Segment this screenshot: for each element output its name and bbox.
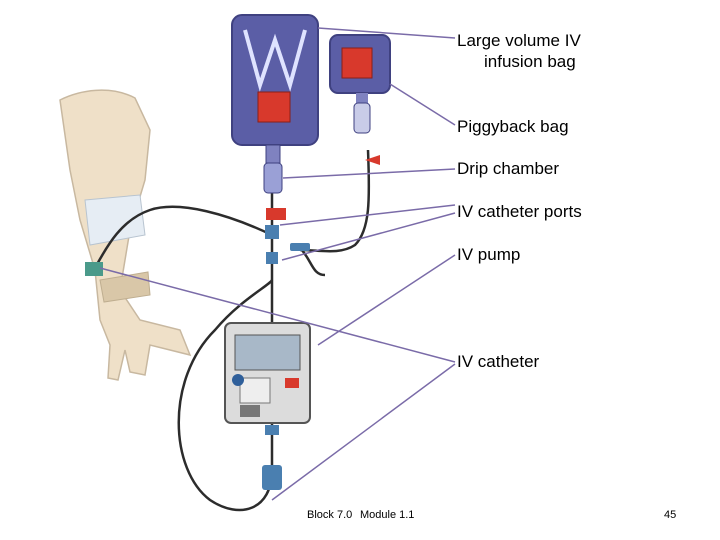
arm-illustration bbox=[59, 89, 192, 381]
iv-pump-illustration bbox=[224, 322, 311, 424]
footer-block: Block 7.0 bbox=[307, 509, 353, 521]
page-number: 45 bbox=[664, 509, 677, 521]
piggyback-bag-label: Piggyback bag bbox=[457, 117, 569, 136]
piggyback-bag-illustration bbox=[329, 34, 391, 165]
bag-label-tag bbox=[257, 91, 291, 123]
iv-catheter-label: IV catheter bbox=[457, 352, 540, 371]
arm-dressing bbox=[84, 194, 146, 246]
inline-filter bbox=[262, 465, 282, 490]
footer-module: Module 1.1 bbox=[360, 509, 415, 521]
leader-lines bbox=[99, 27, 456, 501]
iv-catheter-hub bbox=[85, 262, 103, 276]
drip-chamber-shape bbox=[263, 162, 283, 194]
large-volume-iv-bag bbox=[231, 14, 319, 194]
iv-pump-label: IV pump bbox=[457, 245, 521, 264]
roller-clamp-flag bbox=[365, 155, 380, 165]
drip-chamber-label: Drip chamber bbox=[457, 159, 560, 178]
large-volume-bag-label-line1: Large volume IV bbox=[457, 31, 581, 50]
large-volume-bag-label-line2: infusion bag bbox=[484, 52, 576, 71]
catheter-ports bbox=[85, 208, 310, 276]
arm-tape bbox=[99, 271, 151, 303]
iv-catheter-ports-label: IV catheter ports bbox=[457, 202, 582, 221]
